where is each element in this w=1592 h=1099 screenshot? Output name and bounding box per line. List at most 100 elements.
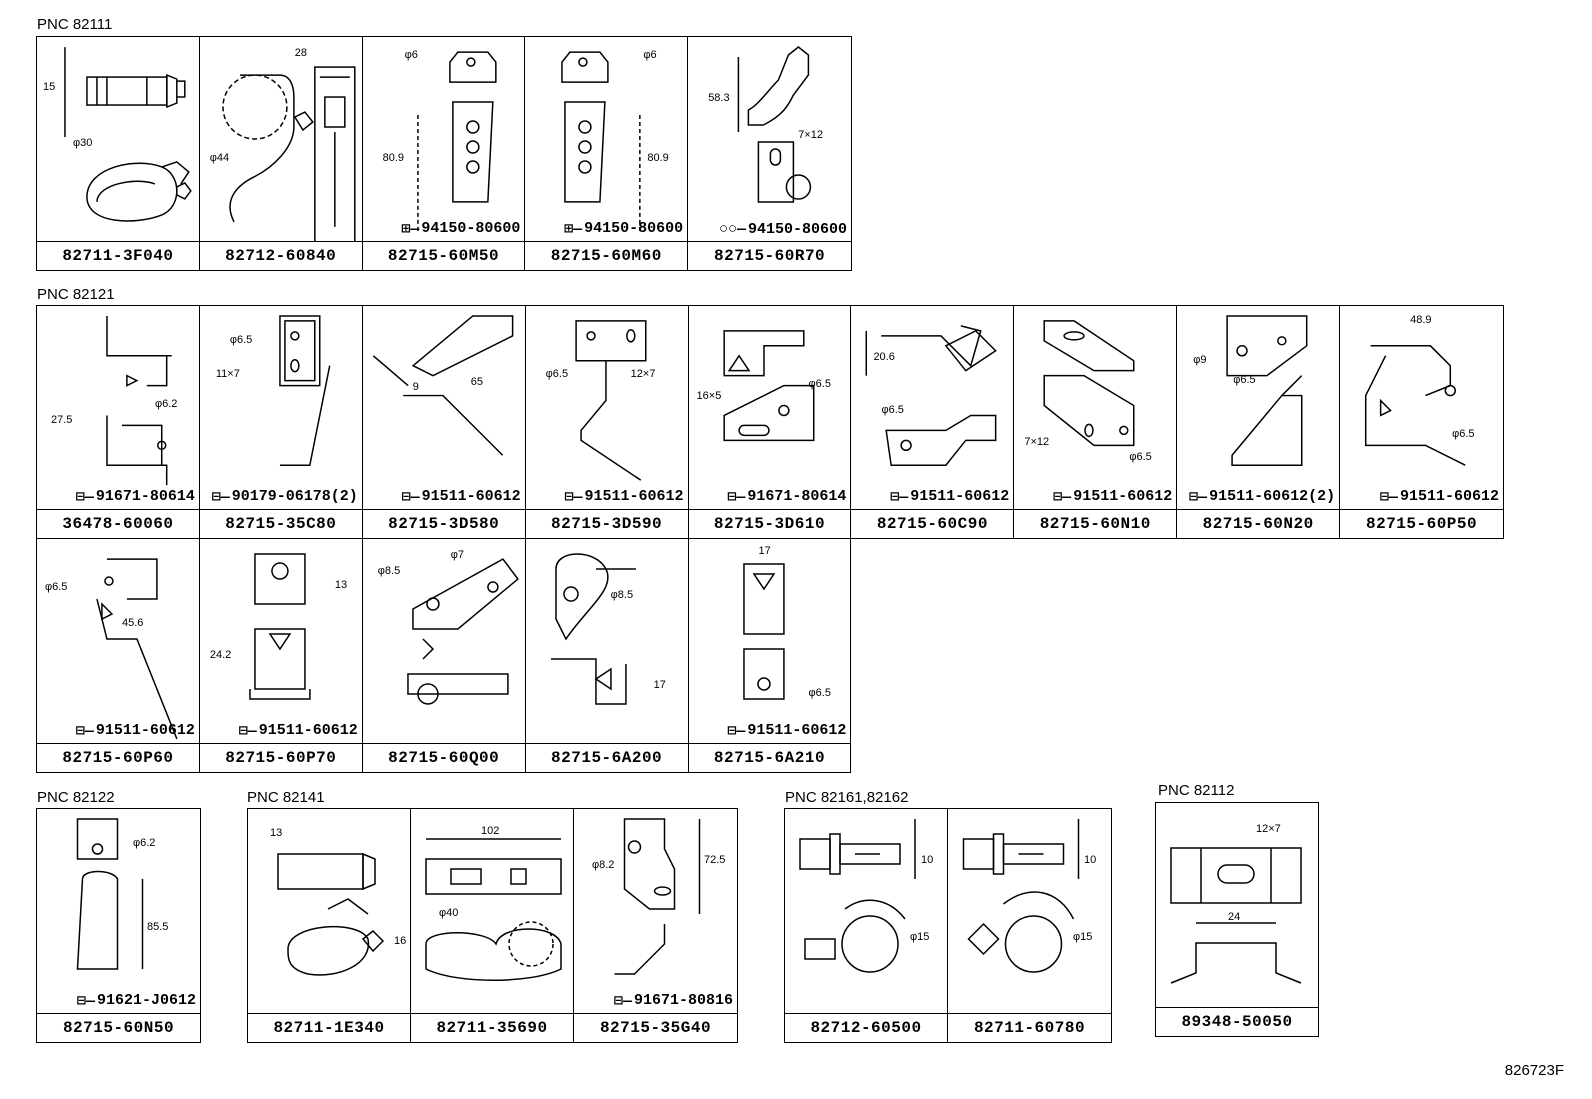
part-cell[interactable]: φ6.2 85.5 ⊟—91621-J0612 82715-60N50 bbox=[37, 809, 200, 1042]
part-cell[interactable]: φ6 80.9 ⊞—94150-80600 82715-60M50 bbox=[362, 37, 526, 270]
part-number[interactable]: 36478-60060 bbox=[37, 509, 199, 538]
fastener-part-number[interactable]: 91511-60612 bbox=[95, 722, 195, 739]
dimension-label: φ8.5 bbox=[377, 565, 401, 577]
part-number[interactable]: 82715-60R70 bbox=[688, 241, 851, 270]
part-cell[interactable]: φ8.5 17 82715-6A200 bbox=[525, 539, 689, 772]
fastener-part-number[interactable]: 91511-60612 bbox=[421, 488, 521, 505]
part-number[interactable]: 82715-60M50 bbox=[362, 241, 525, 270]
dimension-label: 80.9 bbox=[382, 152, 405, 164]
fastener-part-number[interactable]: 91671-80614 bbox=[95, 488, 195, 505]
bolt-icon: ⊟— bbox=[890, 489, 909, 506]
part-cell[interactable]: 58.3 7×12 ○○—94150-80600 82715-60R70 bbox=[688, 37, 851, 270]
fastener-part-number[interactable]: 91511-60612 bbox=[1399, 488, 1499, 505]
part-illustration: 27.5 φ6.2 bbox=[37, 306, 199, 510]
dimension-label: φ6.5 bbox=[1452, 428, 1475, 440]
part-illustration: φ6.5 11×7 bbox=[200, 306, 362, 510]
part-cell[interactable]: 48.9 φ6.5 ⊟—91511-60612 82715-60P50 bbox=[1340, 306, 1503, 539]
part-number[interactable]: 82715-60N50 bbox=[37, 1013, 200, 1042]
part-cell[interactable]: 13 16 82711-1E340 bbox=[248, 809, 411, 1042]
fastener-part-number[interactable]: 91511-60612 bbox=[747, 722, 847, 739]
bolt-icon: ⊟— bbox=[1189, 489, 1208, 506]
part-number[interactable]: 82715-60P60 bbox=[37, 743, 199, 772]
part-cell[interactable]: φ6.5 45.6 ⊟—91511-60612 82715-60P60 bbox=[37, 539, 200, 772]
part-number[interactable]: 82715-6A200 bbox=[525, 743, 688, 772]
part-cell[interactable]: φ8.5 φ7 82715-60Q00 bbox=[362, 539, 526, 772]
part-cell[interactable]: 13 24.2 ⊟—91511-60612 82715-60P70 bbox=[199, 539, 363, 772]
part-number[interactable]: 82715-60P50 bbox=[1340, 509, 1503, 538]
part-cell[interactable]: φ6 80.9 ⊞—94150-80600 82715-60M60 bbox=[525, 37, 689, 270]
figure-id: 826723F bbox=[1504, 1062, 1564, 1079]
part-number[interactable]: 82715-3D580 bbox=[362, 509, 525, 538]
part-number[interactable]: 82711-1E340 bbox=[248, 1013, 410, 1042]
fastener-part-number[interactable]: 94150-80600 bbox=[421, 220, 521, 237]
part-cell[interactable]: 20.6 φ6.5 ⊟—91511-60612 82715-60C90 bbox=[851, 306, 1015, 539]
pnc-label-82141: PNC 82141 bbox=[247, 789, 325, 806]
grommet-icon: ○○— bbox=[718, 221, 746, 238]
part-cell[interactable]: φ8.2 72.5 ⊟—91671-80816 82715-35G40 bbox=[574, 809, 737, 1042]
fastener-part-number[interactable]: 94150-80600 bbox=[747, 221, 847, 238]
part-number[interactable]: 82715-35G40 bbox=[574, 1013, 737, 1042]
part-cell[interactable]: φ9 φ6.5 ⊟—91511-60612(2) 82715-60N20 bbox=[1177, 306, 1341, 539]
fastener-part-number[interactable]: 94150-80600 bbox=[584, 220, 684, 237]
nut-icon: ⊞— bbox=[401, 221, 420, 238]
part-cell[interactable]: 17 φ6.5 ⊟—91511-60612 82715-6A210 bbox=[688, 539, 852, 772]
fastener-callout: ⊟—91671-80614 bbox=[727, 487, 846, 506]
fastener-part-number[interactable]: 91511-60612 bbox=[1073, 488, 1173, 505]
dimension-label: 17 bbox=[653, 679, 666, 691]
dimension-label: φ6.5 bbox=[229, 334, 253, 346]
part-cell[interactable]: 15 φ30 82711-3F040 bbox=[37, 37, 200, 270]
part-cell[interactable]: 12×7 24 89348-50050 bbox=[1156, 803, 1318, 1036]
fastener-part-number[interactable]: 91671-80614 bbox=[747, 488, 847, 505]
dimension-label: φ44 bbox=[209, 152, 230, 164]
dimension-label: 65 bbox=[470, 376, 484, 388]
part-cell[interactable]: 10 φ15 82712-60500 bbox=[785, 809, 948, 1042]
dimension-label: φ6.5 bbox=[1233, 374, 1256, 386]
fastener-part-number[interactable]: 91511-60612 bbox=[584, 488, 684, 505]
bolt-icon: ⊟— bbox=[613, 993, 632, 1010]
part-cell[interactable]: 28 φ44 82712-60840 bbox=[199, 37, 363, 270]
fastener-part-number[interactable]: 91511-60612 bbox=[258, 722, 358, 739]
part-cell[interactable]: 10 φ15 82711-60780 bbox=[948, 809, 1111, 1042]
part-illustration: 58.3 7×12 bbox=[688, 37, 851, 242]
dimension-label: φ7 bbox=[450, 549, 465, 561]
part-number[interactable]: 82715-3D610 bbox=[688, 509, 851, 538]
fastener-part-number[interactable]: 91671-80816 bbox=[633, 992, 733, 1009]
part-number[interactable]: 82715-60P70 bbox=[199, 743, 362, 772]
part-number[interactable]: 89348-50050 bbox=[1156, 1007, 1318, 1036]
part-cell[interactable]: 16×5 φ6.5 ⊟—91671-80614 82715-3D610 bbox=[688, 306, 852, 539]
part-number[interactable]: 82711-35690 bbox=[411, 1013, 573, 1042]
part-cell[interactable]: 102 φ40 82711-35690 bbox=[411, 809, 574, 1042]
part-cell[interactable]: φ6.5 11×7 ⊟—90179-06178(2) 82715-35C80 bbox=[199, 306, 363, 539]
dimension-label: 7×12 bbox=[798, 129, 823, 141]
part-number[interactable]: 82715-3D590 bbox=[525, 509, 688, 538]
part-number[interactable]: 82712-60500 bbox=[785, 1013, 947, 1042]
part-cell[interactable]: 9 65 ⊟—91511-60612 82715-3D580 bbox=[362, 306, 526, 539]
part-number[interactable]: 82715-60N20 bbox=[1177, 509, 1340, 538]
fastener-callout: ⊞—94150-80600 bbox=[564, 219, 683, 238]
part-illustration: φ6 80.9 bbox=[525, 37, 687, 242]
fastener-part-number[interactable]: 91621-J0612 bbox=[96, 992, 196, 1009]
dimension-label: 16×5 bbox=[696, 390, 722, 402]
part-cell[interactable]: 27.5 φ6.2 ⊟—91671-80614 36478-60060 bbox=[37, 306, 200, 539]
part-number[interactable]: 82711-3F040 bbox=[37, 241, 199, 270]
part-illustration: 15 φ30 bbox=[37, 37, 199, 242]
bolt-icon: ⊟— bbox=[1053, 489, 1072, 506]
fastener-part-number[interactable]: 91511-60612 bbox=[910, 488, 1010, 505]
part-number[interactable]: 82715-60Q00 bbox=[362, 743, 525, 772]
part-number[interactable]: 82715-60C90 bbox=[851, 509, 1014, 538]
fastener-part-number[interactable]: 90179-06178(2) bbox=[231, 488, 358, 505]
part-number[interactable]: 82715-6A210 bbox=[688, 743, 851, 772]
part-cell[interactable]: 7×12 φ6.5 ⊟—91511-60612 82715-60N10 bbox=[1014, 306, 1178, 539]
dimension-label: 17 bbox=[758, 545, 771, 557]
fastener-part-number[interactable]: 91511-60612(2) bbox=[1209, 488, 1336, 505]
part-number[interactable]: 82712-60840 bbox=[199, 241, 362, 270]
fastener-callout: ⊟—91511-60612 bbox=[1053, 487, 1172, 506]
dimension-label: φ15 bbox=[910, 931, 930, 943]
part-number[interactable]: 82715-35C80 bbox=[199, 509, 362, 538]
part-cell[interactable]: φ6.5 12×7 ⊟—91511-60612 82715-3D590 bbox=[525, 306, 689, 539]
part-number[interactable]: 82715-60M60 bbox=[525, 241, 688, 270]
pnc-group-82122: φ6.2 85.5 ⊟—91621-J0612 82715-60N50 bbox=[36, 808, 201, 1043]
dimension-label: 102 bbox=[481, 825, 500, 837]
part-number[interactable]: 82715-60N10 bbox=[1014, 509, 1177, 538]
part-number[interactable]: 82711-60780 bbox=[948, 1013, 1111, 1042]
